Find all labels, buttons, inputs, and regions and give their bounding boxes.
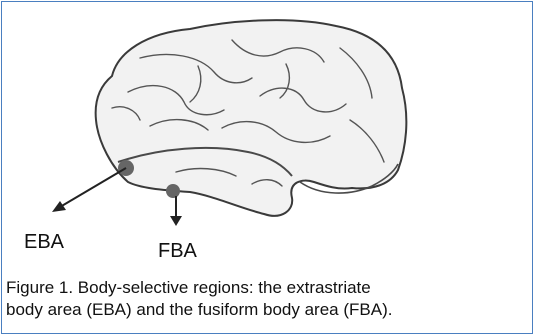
eba-label: EBA: [24, 231, 64, 254]
brain-outline: [96, 20, 407, 216]
fba-label: FBA: [158, 240, 197, 263]
figure-caption: Figure 1. Body-selective regions: the ex…: [6, 277, 530, 321]
caption-line-2: body area (EBA) and the fusiform body ar…: [6, 299, 530, 321]
fba-marker: [166, 184, 180, 198]
fba-arrowhead: [170, 216, 182, 226]
caption-line-1: Figure 1. Body-selective regions: the ex…: [6, 277, 530, 299]
eba-arrowhead: [52, 201, 66, 212]
